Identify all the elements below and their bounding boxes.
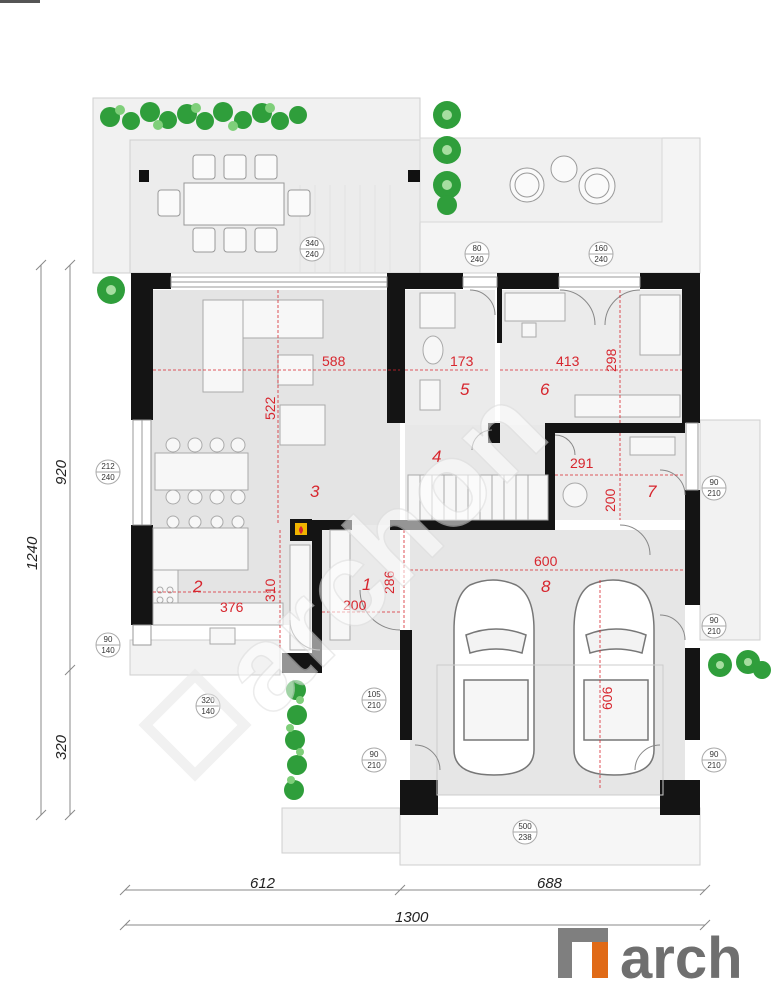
hedge-right-top <box>433 101 461 215</box>
room-number-6: 6 <box>540 380 550 399</box>
dim-bath-width: 173 <box>450 353 474 369</box>
car-left <box>453 579 535 776</box>
outdoor-dining-set <box>157 154 311 253</box>
dim-bottom-left: 612 <box>250 875 276 892</box>
garden-chairs <box>509 155 616 205</box>
svg-text:500: 500 <box>518 822 532 831</box>
svg-text:212: 212 <box>101 462 115 471</box>
room-number-8: 8 <box>541 577 551 596</box>
opening-marker: 340 240 <box>299 236 325 262</box>
room-dimension-lines <box>153 290 685 790</box>
opening-marker: 90 140 <box>95 632 121 658</box>
car-right <box>573 579 655 776</box>
svg-text:90: 90 <box>710 616 719 625</box>
svg-text:240: 240 <box>594 255 608 264</box>
svg-text:240: 240 <box>470 255 484 264</box>
room-number-4: 4 <box>432 447 441 466</box>
svg-text:320: 320 <box>201 696 215 705</box>
svg-text:210: 210 <box>367 701 381 710</box>
opening-marker: 90 210 <box>701 613 727 639</box>
dim-living-width: 588 <box>322 353 346 369</box>
svg-text:90: 90 <box>710 478 719 487</box>
room-number-5: 5 <box>460 380 470 399</box>
opening-marker: 212 240 <box>95 459 121 485</box>
svg-text:80: 80 <box>473 244 482 253</box>
svg-text:105: 105 <box>367 690 381 699</box>
logo-text: arch <box>620 926 743 991</box>
svg-text:90: 90 <box>104 635 113 644</box>
svg-text:140: 140 <box>201 707 215 716</box>
dim-kitchen-depth: 310 <box>262 578 278 602</box>
opening-marker: 500 238 <box>512 819 538 845</box>
plant-left <box>97 276 125 304</box>
svg-text:90: 90 <box>710 750 719 759</box>
svg-text:160: 160 <box>594 244 608 253</box>
svg-text:240: 240 <box>305 250 319 259</box>
dim-upper-depth: 920 <box>53 459 70 485</box>
svg-text:210: 210 <box>707 627 721 636</box>
dim-bottom-total: 1300 <box>395 909 429 926</box>
dim-kitchen-width: 376 <box>220 599 244 615</box>
dim-living-depth: 522 <box>262 396 278 420</box>
windows <box>132 276 699 646</box>
opening-marker: 90 210 <box>701 747 727 773</box>
dim-bottom-right: 688 <box>537 875 563 892</box>
door-swings <box>289 289 686 771</box>
svg-text:238: 238 <box>518 833 532 842</box>
room-number-1: 1 <box>362 575 371 594</box>
svg-text:340: 340 <box>305 239 319 248</box>
svg-text:210: 210 <box>367 761 381 770</box>
svg-text:140: 140 <box>101 646 115 655</box>
svg-text:210: 210 <box>707 489 721 498</box>
svg-text:240: 240 <box>101 473 115 482</box>
dim-hall-width: 200 <box>343 597 367 613</box>
room-number-3: 3 <box>310 482 320 501</box>
room-number-2: 2 <box>192 577 203 596</box>
svg-text:90: 90 <box>370 750 379 759</box>
dim-room7-width: 291 <box>570 455 594 471</box>
opening-marker: 90 210 <box>701 475 727 501</box>
dim-room6-depth: 298 <box>603 348 619 372</box>
hedge-right-bottom <box>708 650 771 679</box>
opening-marker: 80 240 <box>464 241 490 267</box>
outer-dimension-lines <box>35 259 711 931</box>
dim-hall-depth: 286 <box>381 570 397 594</box>
dim-room7-depth: 200 <box>602 488 618 512</box>
room-number-7: 7 <box>647 482 657 501</box>
opening-marker: 160 240 <box>588 241 614 267</box>
dim-garage-depth: 606 <box>599 686 615 710</box>
svg-text:210: 210 <box>707 761 721 770</box>
dim-room6-width: 413 <box>556 353 580 369</box>
top-left-mark <box>0 0 40 3</box>
brand-logo: arch <box>558 926 743 991</box>
dim-garage-width: 600 <box>534 553 558 569</box>
hedge-top <box>100 102 307 131</box>
furniture <box>152 292 681 651</box>
hedge-bottom <box>284 680 307 800</box>
garage-parking-outline <box>436 664 664 796</box>
dim-lower-depth: 320 <box>53 734 70 760</box>
dim-total-depth: 1240 <box>24 536 41 570</box>
opening-marker: 90 210 <box>361 747 387 773</box>
opening-marker: 105 210 <box>361 687 387 713</box>
walls <box>131 273 700 815</box>
